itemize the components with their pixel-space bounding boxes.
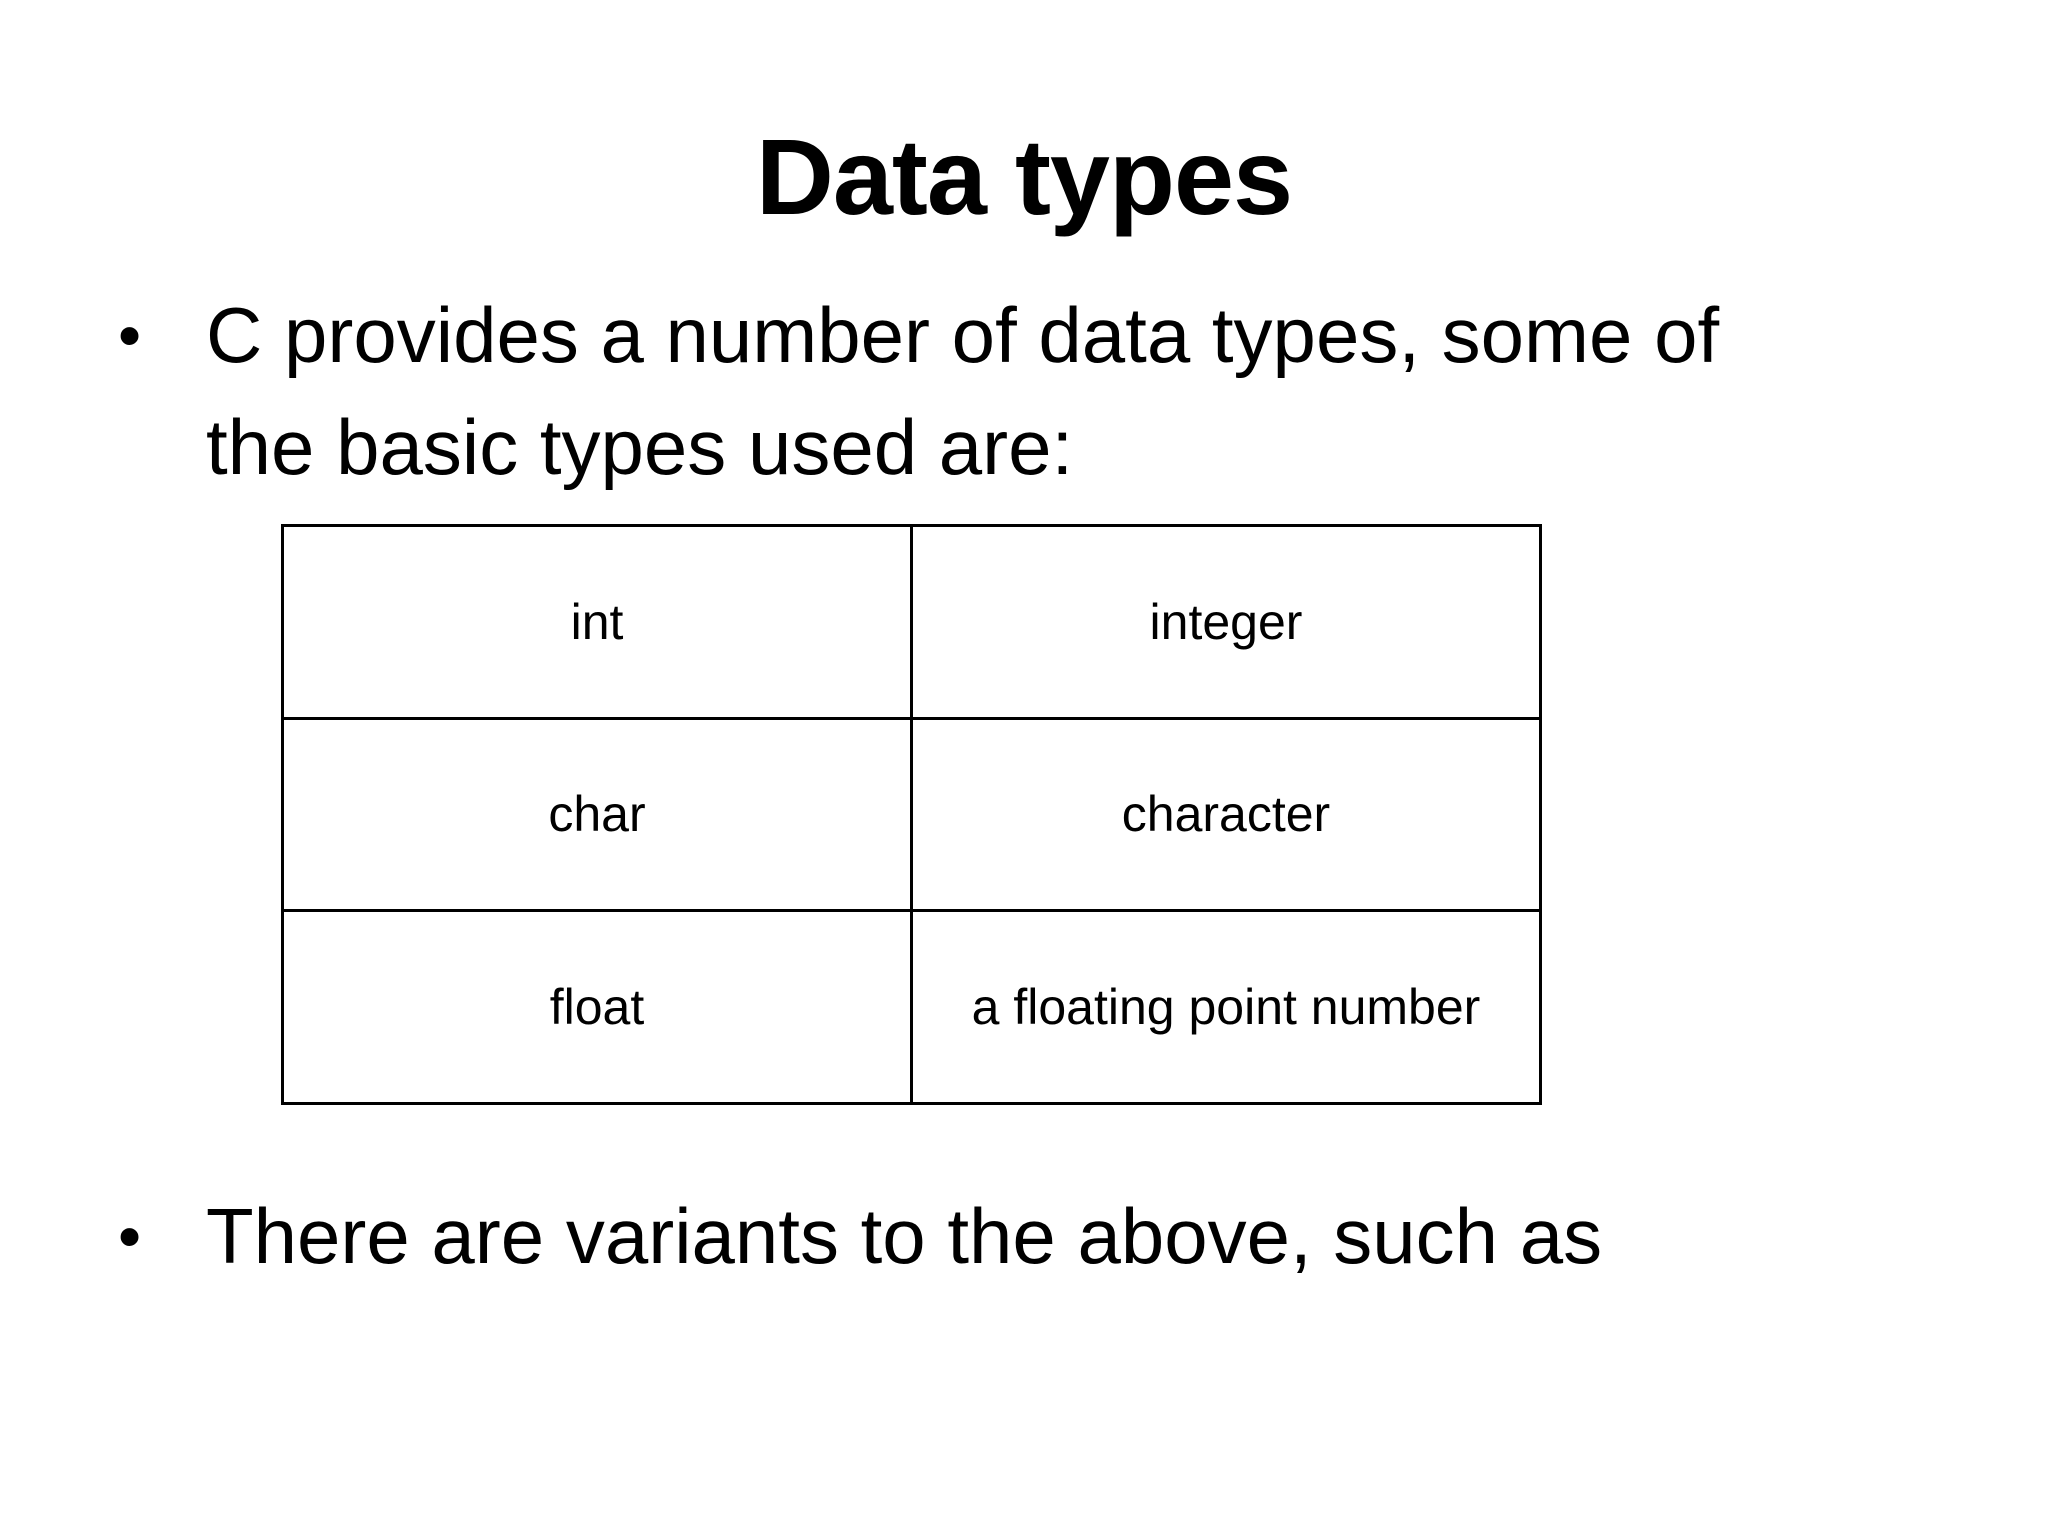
bullet-item-2: • There are variants to the above, such … [118, 1180, 1818, 1292]
data-types-table-body: int integer char character float a float… [281, 524, 1542, 1105]
bullet-text-2: There are variants to the above, such as [206, 1192, 1603, 1280]
table-row-char: char character [281, 716, 1542, 913]
slide-title: Data types [755, 116, 1293, 237]
cell-description-char: character [910, 716, 1542, 913]
bullet-text-1: C provides a number of data types, some … [206, 291, 1720, 491]
cell-description-int: integer [910, 524, 1542, 720]
table-row-int: int integer [281, 524, 1542, 720]
bullet-icon: • [118, 1199, 142, 1273]
bullet-icon: • [118, 298, 142, 372]
cell-description-float: a floating point number [910, 909, 1542, 1105]
bullet-item-1: • C provides a number of data types, som… [118, 279, 1818, 503]
cell-type-char: char [281, 716, 913, 913]
cell-type-float: float [281, 909, 913, 1105]
cell-type-int: int [281, 524, 913, 720]
table-row-float: float a floating point number [281, 909, 1542, 1105]
data-types-table: int integer char character float a float… [281, 524, 1542, 1105]
